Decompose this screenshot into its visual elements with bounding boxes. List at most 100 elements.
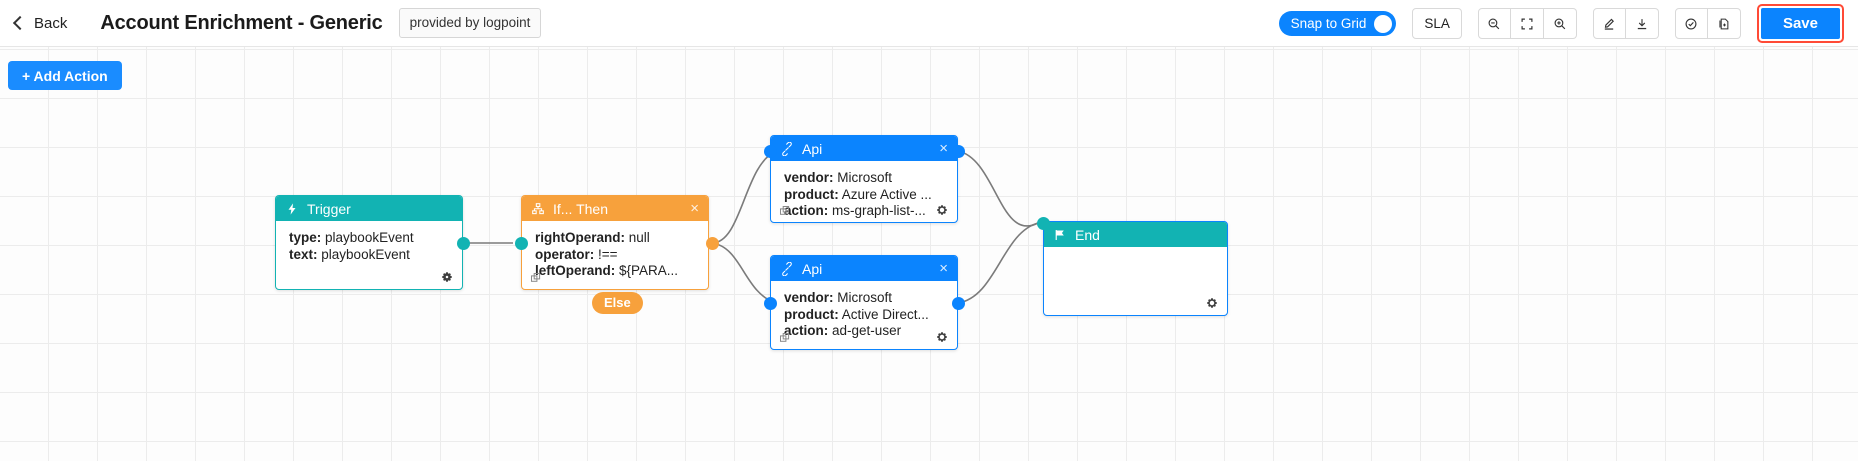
plug-connector-icon [782, 261, 792, 276]
validate-button[interactable] [1674, 8, 1708, 39]
back-label: Back [34, 14, 68, 32]
chevron-left-icon [12, 15, 28, 31]
node-row: vendor: Microsoft [784, 290, 946, 307]
save-button-highlight: Save [1756, 4, 1844, 43]
row-value: !== [598, 246, 618, 262]
row-key: leftOperand: [535, 263, 616, 278]
notes-button[interactable] [1707, 8, 1741, 39]
node-row: rightOperand: null [535, 230, 697, 247]
fit-to-screen-icon [1521, 18, 1533, 29]
node-input-port[interactable] [515, 237, 528, 250]
close-icon[interactable]: × [939, 140, 948, 157]
row-key: action: [784, 323, 829, 338]
sla-button[interactable]: SLA [1412, 8, 1462, 39]
row-value: Azure Active ... [841, 186, 932, 202]
node-input-port[interactable] [764, 145, 777, 158]
node-body [1044, 247, 1227, 315]
row-key: type: [289, 230, 322, 245]
zoom-controls [1477, 8, 1577, 39]
node-trigger[interactable]: Trigger type: playbookEvent text: playbo… [275, 195, 463, 290]
row-key: product: [784, 186, 839, 202]
row-value: null [628, 230, 650, 245]
node-body: vendor: Microsoft product: Active Direct… [771, 281, 957, 349]
back-button[interactable]: Back [12, 14, 68, 32]
node-input-port[interactable] [764, 297, 777, 310]
duplicate-icon[interactable] [530, 272, 542, 284]
node-if-then[interactable]: If... Then × rightOperand: null operator… [521, 195, 709, 290]
save-button[interactable]: Save [1760, 8, 1840, 39]
node-end[interactable]: End [1043, 221, 1228, 316]
row-key: rightOperand: [535, 230, 625, 245]
row-key: text: [289, 246, 318, 262]
fit-to-screen-button[interactable] [1510, 8, 1544, 39]
zoom-out-icon [1488, 18, 1500, 29]
plug-connector-icon [782, 141, 792, 156]
row-key: action: [784, 203, 829, 218]
node-api-azure-ad[interactable]: Api × vendor: Microsoft product: Azure A… [770, 135, 958, 223]
node-row: action: ms-graph-list-... [784, 203, 946, 220]
node-header: End [1044, 222, 1227, 247]
node-body: rightOperand: null operator: !== leftOpe… [522, 221, 708, 289]
node-output-port[interactable] [952, 297, 965, 310]
node-row: vendor: Microsoft [784, 170, 946, 187]
snap-to-grid-toggle[interactable]: Snap to Grid [1278, 11, 1397, 36]
row-key: vendor: [784, 290, 834, 305]
zoom-out-button[interactable] [1477, 8, 1511, 39]
row-value: ms-graph-list-... [832, 203, 926, 218]
gear-icon[interactable] [935, 203, 949, 217]
node-row: operator: !== [535, 247, 697, 264]
lightning-bolt-icon [288, 202, 296, 215]
row-value: playbookEvent [321, 246, 410, 262]
node-output-port[interactable] [706, 237, 719, 250]
snap-to-grid-label: Snap to Grid [1290, 16, 1367, 31]
zoom-in-button[interactable] [1543, 8, 1577, 39]
page-title: Account Enrichment - Generic [100, 11, 383, 34]
node-row: product: Azure Active ... [784, 187, 946, 204]
gear-icon[interactable] [440, 270, 454, 284]
node-header: Api × [771, 136, 957, 161]
node-header: Api × [771, 256, 957, 281]
node-row: type: playbookEvent [289, 230, 451, 247]
edit-button[interactable] [1592, 8, 1626, 39]
node-title: Trigger [307, 200, 351, 217]
node-header: Trigger [276, 196, 462, 221]
row-value: Active Direct... [841, 306, 929, 322]
pencil-underline-icon [1605, 18, 1615, 30]
download-icon [1637, 18, 1647, 29]
node-body: vendor: Microsoft product: Azure Active … [771, 161, 957, 222]
workflow-canvas[interactable]: Trigger type: playbookEvent text: playbo… [0, 47, 1858, 461]
node-title: Api [802, 260, 823, 277]
duplicate-icon[interactable] [779, 332, 791, 344]
node-title: Api [802, 140, 823, 157]
gear-icon[interactable] [935, 330, 949, 344]
sitemap-icon [532, 202, 544, 214]
row-value: ${PARA... [619, 263, 679, 278]
toggle-knob [1374, 14, 1393, 33]
download-button[interactable] [1625, 8, 1659, 39]
node-row: leftOperand: ${PARA... [535, 263, 697, 280]
row-value: Microsoft [837, 290, 893, 305]
flag-icon [1055, 229, 1064, 240]
row-value: ad-get-user [832, 323, 902, 338]
top-bar: Back Account Enrichment - Generic provid… [0, 0, 1858, 47]
node-body: type: playbookEvent text: playbookEvent [276, 221, 462, 289]
node-row: action: ad-get-user [784, 323, 946, 340]
row-value: Microsoft [837, 170, 893, 185]
close-icon[interactable]: × [939, 260, 948, 277]
node-title: End [1075, 226, 1100, 243]
edit-controls [1592, 8, 1659, 39]
node-output-port[interactable] [952, 145, 965, 158]
node-output-port[interactable] [457, 237, 470, 250]
row-key: vendor: [784, 170, 834, 185]
node-input-port[interactable] [1037, 217, 1050, 230]
node-row: product: Active Direct... [784, 307, 946, 324]
node-title: If... Then [553, 200, 608, 217]
node-api-active-directory[interactable]: Api × vendor: Microsoft product: Active … [770, 255, 958, 350]
row-key: operator: [535, 246, 595, 262]
close-icon[interactable]: × [690, 200, 699, 217]
gear-icon[interactable] [1205, 296, 1219, 310]
document-icon [1719, 18, 1729, 29]
duplicate-icon[interactable] [779, 205, 791, 217]
zoom-in-icon [1554, 18, 1566, 29]
add-action-button[interactable]: + Add Action [8, 61, 122, 90]
